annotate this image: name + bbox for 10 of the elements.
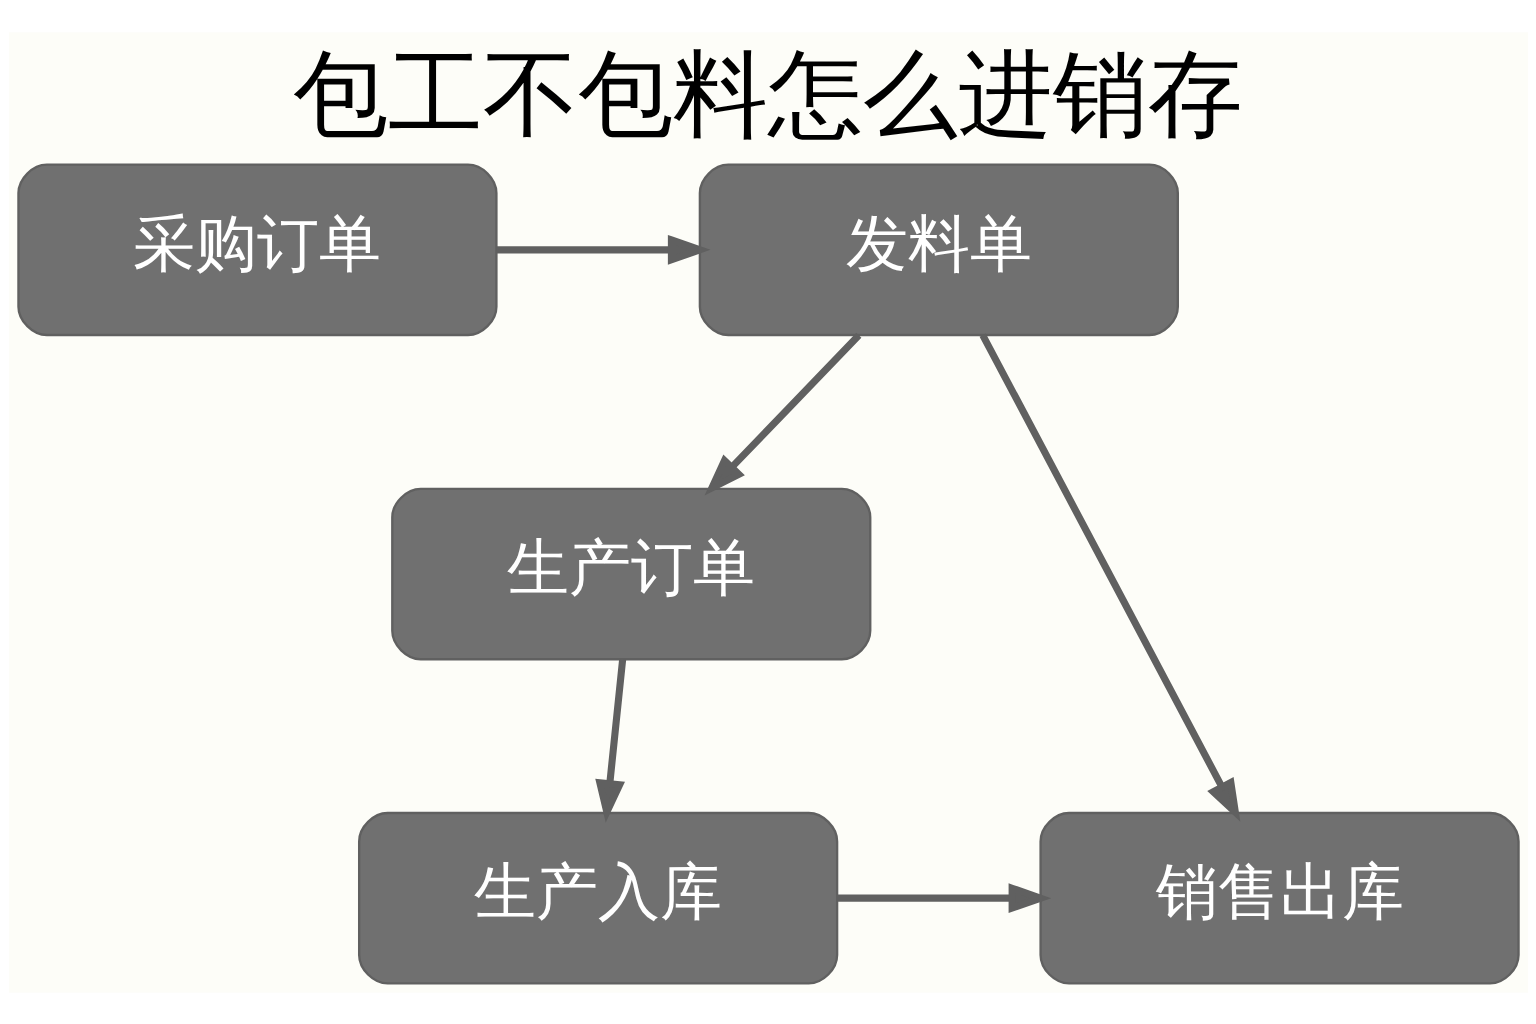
node-box: 生产订单 (390, 487, 871, 660)
arrow (594, 658, 626, 823)
arrow (704, 332, 861, 496)
arrow (496, 234, 711, 265)
arrow (837, 882, 1051, 913)
node-box: 采购订单 (16, 163, 498, 336)
diagram-title: 包工不包料怎么进销存 (293, 38, 1243, 149)
node-box: 销售出库 (1038, 811, 1520, 985)
node-box: 生产入库 (357, 811, 838, 985)
node-box: 发料单 (698, 163, 1179, 336)
